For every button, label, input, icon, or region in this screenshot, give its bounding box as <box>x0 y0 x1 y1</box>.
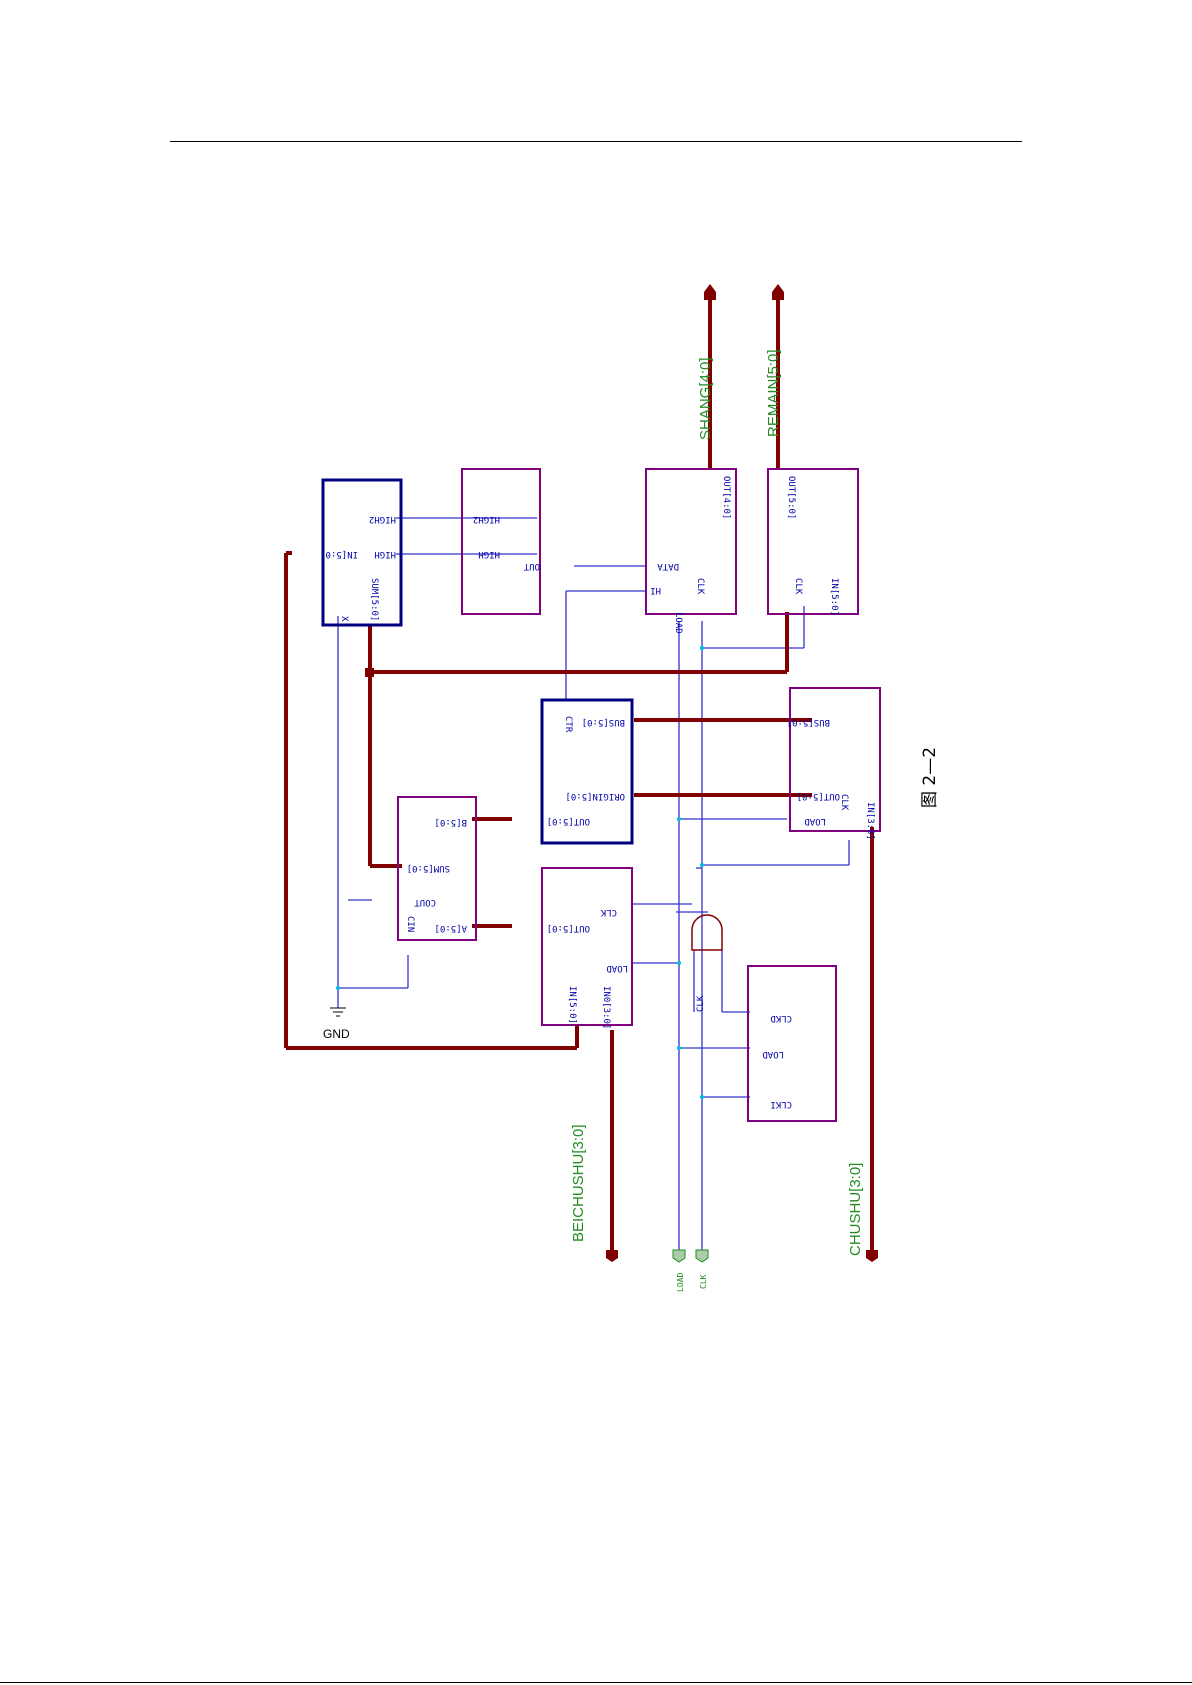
remain-arrow <box>772 284 784 292</box>
adder-block <box>397 796 477 941</box>
regb-load-label: LOAD <box>804 816 826 826</box>
clk-port <box>695 1249 709 1263</box>
footer-rule <box>0 1682 1192 1683</box>
regb-bus-label: BUS[5:0] <box>787 717 830 727</box>
clk-signal-label: CLK <box>699 1274 708 1289</box>
regb-clk-label: CLK <box>839 794 849 811</box>
figure-caption: 图 2—2 <box>920 747 940 808</box>
mux-out-label: OUT[5:0] <box>547 816 590 826</box>
adder-top-sum-label: SUM[5:0] <box>369 578 379 621</box>
compare-block <box>461 468 541 615</box>
adder-top-high2-label: HIGH2 <box>369 514 396 524</box>
shift-reg-block <box>541 867 633 1026</box>
regb-in-label: IN[3:0] <box>865 802 875 840</box>
remain-out-label: OUT[5:0] <box>786 476 796 519</box>
compare-high-label: HIGH <box>478 549 500 559</box>
mux-bus-label: BUS[5:0] <box>582 717 625 727</box>
compare-out-label: OUT <box>523 561 540 571</box>
regb-out-label: OUT[5:0] <box>797 791 840 801</box>
adder-top-high-label: HIGH <box>374 549 396 559</box>
shift-in-label: IN[5:0] <box>567 986 577 1024</box>
ctrl-clkd-label: CLKD <box>770 1013 792 1023</box>
remain-in-label: IN[5:0] <box>829 578 839 616</box>
adder-b-label: B[5:0] <box>434 817 467 827</box>
remain-signal-label: REMAIN[5:0] <box>765 349 782 437</box>
shift-out-label: OUT[5:0] <box>547 923 590 933</box>
mux-ctr-label: CTR <box>563 716 573 733</box>
junctions <box>336 646 704 1099</box>
chushu-port <box>866 1250 878 1262</box>
beichushu-port <box>606 1250 618 1262</box>
control-wires <box>337 517 850 1250</box>
signal-labels: SHANG[4:0] REMAIN[5:0] BEICHUSHU[3:0] CH… <box>323 349 864 1292</box>
shift-in0-label: IN0[3:0] <box>601 986 611 1029</box>
shang-signal-label: SHANG[4:0] <box>697 357 714 440</box>
adder-sum-label: SUM[5:0] <box>407 863 450 873</box>
shang-data-label: DATA <box>657 561 679 571</box>
and-gate <box>691 914 723 951</box>
bus-junction <box>365 668 374 677</box>
shang-reg-block <box>645 468 737 615</box>
shang-arrow <box>704 284 716 292</box>
header-rule <box>170 141 1022 142</box>
shang-hi-label: HI <box>650 585 661 595</box>
reg-b-block <box>789 687 881 832</box>
ctrl-load-label: LOAD <box>762 1049 784 1059</box>
compare-high2-label: HIGH2 <box>473 514 500 524</box>
gnd-symbol <box>330 1007 346 1017</box>
clk-wire-label: CLK <box>696 995 706 1012</box>
adder-cout-label: COUT <box>414 897 436 907</box>
shift-clk-label: CLK <box>600 907 617 917</box>
shang-out-label: OUT[4:0] <box>721 476 731 519</box>
shift-load-label: LOAD <box>606 963 628 973</box>
adder-top-x-label: X <box>339 616 349 622</box>
adder-top-in-label: IN[5:0] <box>320 549 358 559</box>
remain-reg-block <box>767 468 859 615</box>
chushu-signal-label: CHUSHU[3:0] <box>847 1163 864 1256</box>
adder-a-label: A[5:0] <box>434 923 467 933</box>
remain-clk-label: CLK <box>793 578 803 595</box>
ctrl-clki-label: CLKI <box>770 1099 792 1109</box>
mux-origin-label: ORIGIN[5:0] <box>565 791 625 801</box>
adder-top-block <box>321 478 403 627</box>
load-port <box>672 1249 686 1263</box>
clk-ctrl-block <box>747 965 837 1122</box>
circuit-rotated <box>284 284 881 1263</box>
shang-load-label: LOAD <box>673 612 683 634</box>
shang-clk-label: CLK <box>695 578 705 595</box>
adder-cin-label: CIN <box>405 916 415 932</box>
buses <box>284 300 874 1250</box>
gnd-label: GND <box>323 1027 350 1041</box>
load-signal-label: LOAD <box>676 1273 685 1292</box>
mux-block <box>540 698 634 845</box>
pin-labels: IN[5:0] HIGH HIGH2 SUM[5:0] X HIGH HIGH2… <box>320 476 875 1109</box>
beichushu-signal-label: BEICHUSHU[3:0] <box>570 1124 587 1242</box>
